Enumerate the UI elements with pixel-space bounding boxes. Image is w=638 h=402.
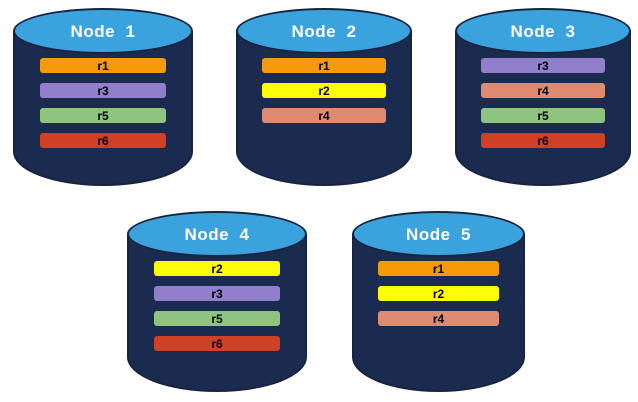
cylinder-top-ellipse: Node 1 — [13, 8, 193, 54]
cylinder-top-ellipse: Node 5 — [352, 211, 525, 257]
record-bar-r1[interactable]: r1 — [377, 261, 500, 276]
record-label: r5 — [97, 108, 109, 123]
cylinder-top-ellipse: Node 3 — [455, 8, 631, 54]
record-bar-r2[interactable]: r2 — [262, 83, 386, 98]
database-node-1[interactable]: Node 1 r1 r3 r5 r6 — [13, 8, 193, 186]
record-bar-r3[interactable]: r3 — [40, 83, 166, 98]
record-label: r2 — [432, 286, 445, 301]
record-label: r1 — [318, 58, 330, 73]
record-label: r3 — [211, 286, 223, 301]
record-bar-r2[interactable]: r2 — [377, 286, 500, 301]
record-bar-r5[interactable]: r5 — [481, 108, 605, 123]
record-label: r2 — [318, 83, 330, 98]
record-label: r4 — [432, 311, 445, 326]
record-label: r6 — [537, 133, 549, 148]
record-bar-r5[interactable]: r5 — [40, 108, 166, 123]
record-bar-r3[interactable]: r3 — [481, 58, 605, 73]
node-label: Node 1 — [70, 21, 136, 41]
cylinder-top-ellipse: Node 4 — [127, 211, 307, 257]
record-list: r1 r2 r4 — [236, 58, 412, 123]
record-bar-r1[interactable]: r1 — [40, 58, 166, 73]
record-bar-r6[interactable]: r6 — [154, 336, 280, 351]
record-label: r3 — [97, 83, 109, 98]
record-bar-r5[interactable]: r5 — [154, 311, 280, 326]
record-list: r3 r4 r5 r6 — [455, 58, 631, 148]
record-label: r2 — [211, 261, 223, 276]
node-label: Node 5 — [406, 224, 471, 244]
record-label: r5 — [211, 311, 223, 326]
node-label: Node 4 — [184, 224, 250, 244]
record-bar-r4[interactable]: r4 — [262, 108, 386, 123]
record-bar-r6[interactable]: r6 — [40, 133, 166, 148]
record-label: r5 — [537, 108, 549, 123]
record-bar-r3[interactable]: r3 — [154, 286, 280, 301]
record-label: r3 — [537, 58, 549, 73]
record-bar-r4[interactable]: r4 — [377, 311, 500, 326]
record-bar-r4[interactable]: r4 — [481, 83, 605, 98]
database-node-2[interactable]: Node 2 r1 r2 r4 — [236, 8, 412, 186]
cylinder-top-ellipse: Node 2 — [236, 8, 412, 54]
record-list: r1 r2 r4 — [352, 261, 525, 326]
record-label: r6 — [211, 336, 223, 351]
record-label: r4 — [318, 108, 330, 123]
record-bar-r6[interactable]: r6 — [481, 133, 605, 148]
record-list: r1 r3 r5 r6 — [13, 58, 193, 148]
record-bar-r2[interactable]: r2 — [154, 261, 280, 276]
node-label: Node 3 — [510, 21, 576, 41]
database-node-5[interactable]: Node 5 r1 r2 r4 — [352, 211, 525, 392]
database-node-3[interactable]: Node 3 r3 r4 r5 r6 — [455, 8, 631, 186]
record-label: r1 — [97, 58, 109, 73]
record-label: r1 — [432, 261, 445, 276]
record-bar-r1[interactable]: r1 — [262, 58, 386, 73]
record-label: r6 — [97, 133, 109, 148]
node-label: Node 2 — [291, 21, 357, 41]
database-node-4[interactable]: Node 4 r2 r3 r5 r6 — [127, 211, 307, 392]
record-label: r4 — [537, 83, 549, 98]
record-list: r2 r3 r5 r6 — [127, 261, 307, 351]
